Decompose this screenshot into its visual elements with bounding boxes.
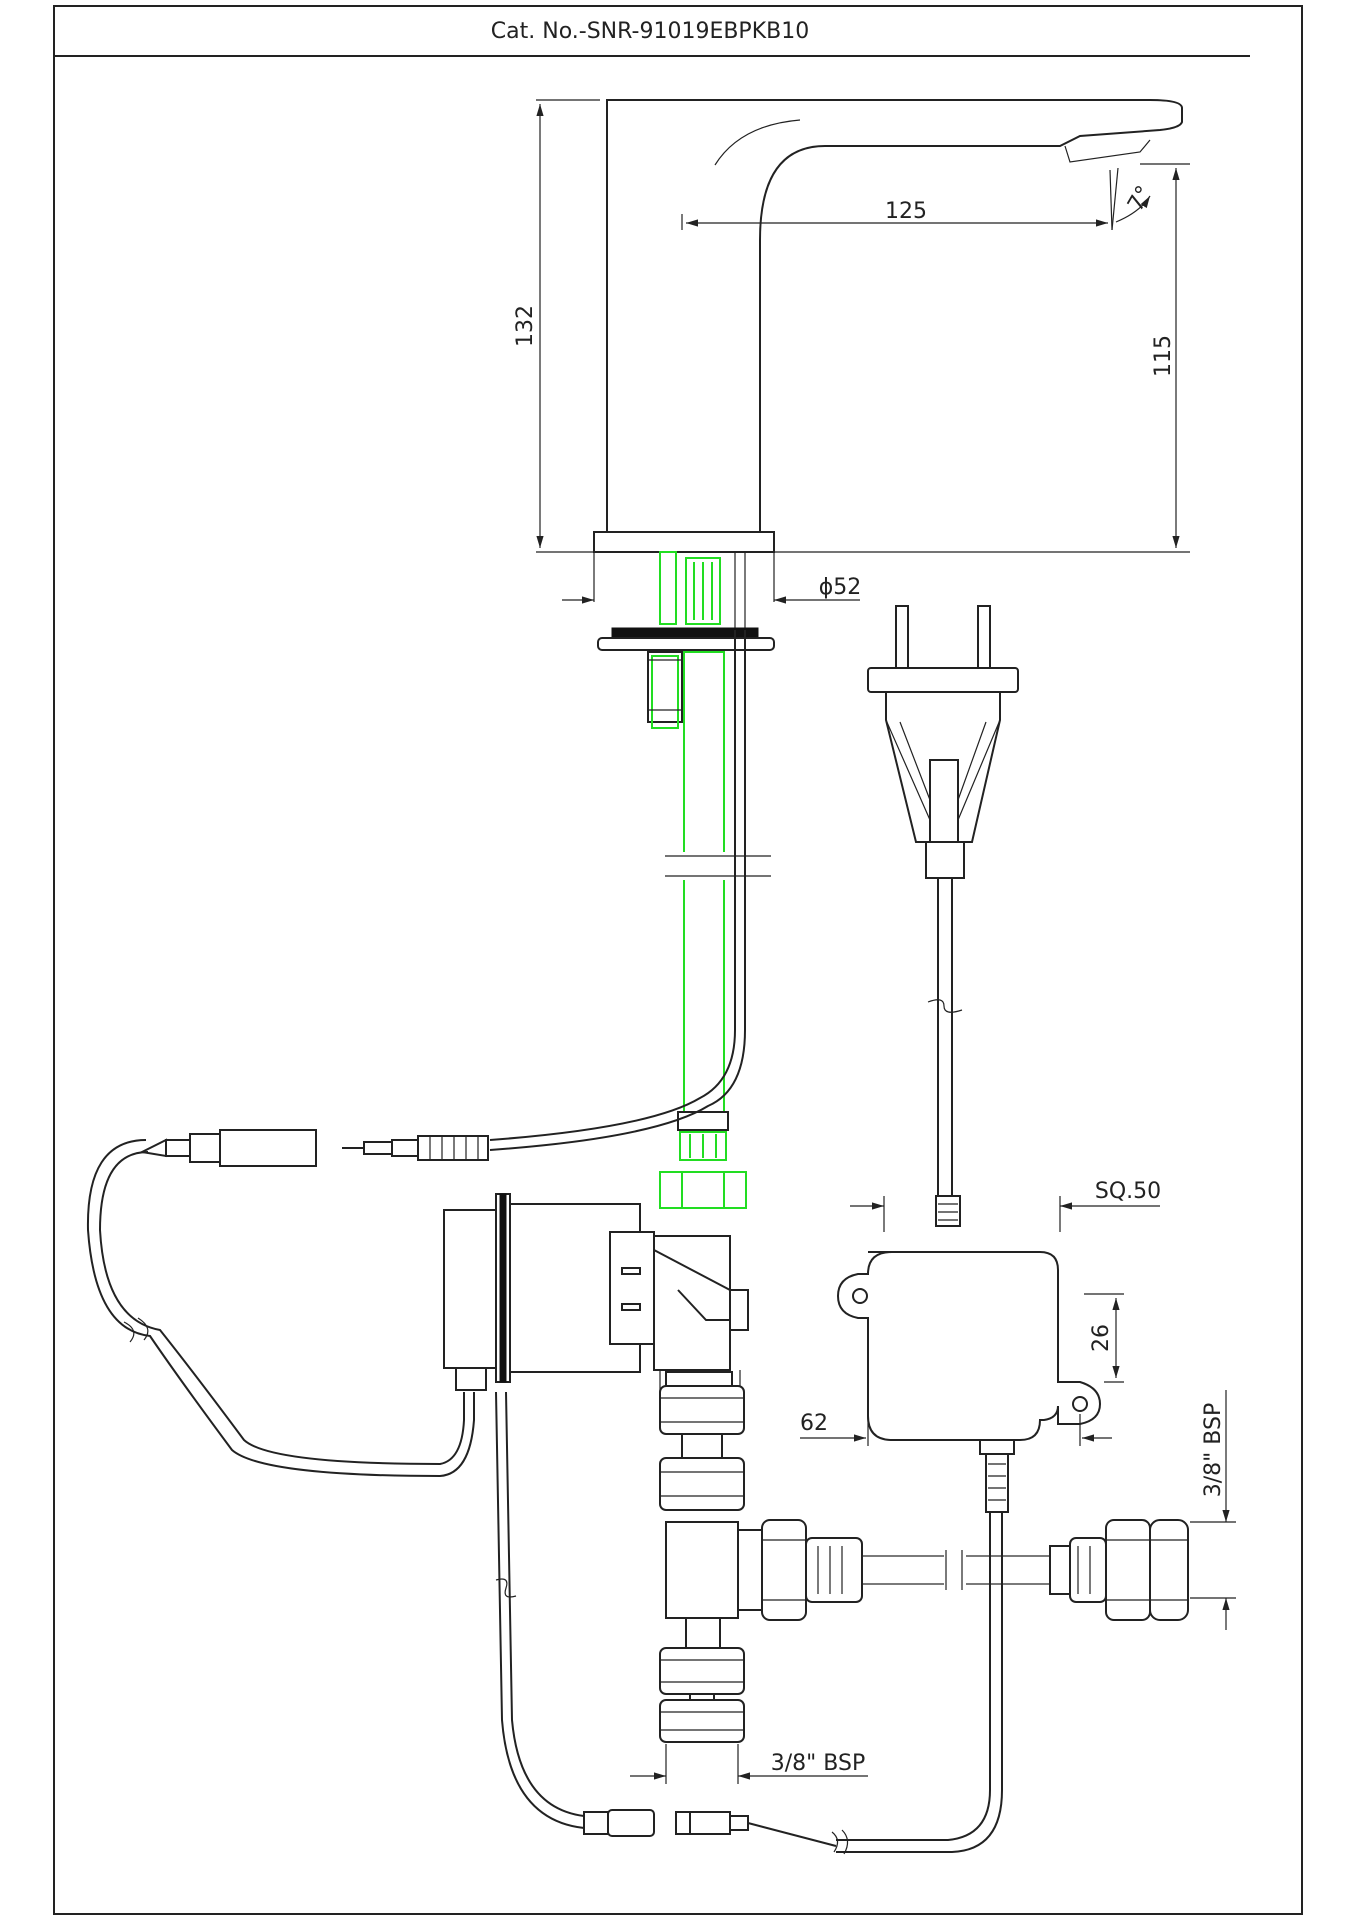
mounting-assembly	[593, 551, 775, 729]
braided-hose	[659, 651, 773, 1209]
power-cable	[927, 878, 963, 1196]
dimension-label-115: 115	[1151, 335, 1176, 377]
dimension-label-52: ϕ52	[819, 575, 862, 600]
dimension-base-diameter: ϕ52	[562, 575, 862, 604]
dimension-label-bsp-right: 3/8" BSP	[1201, 1403, 1226, 1497]
dimension-spout-reach: 125	[681, 199, 1108, 230]
dimension-label-125: 125	[885, 199, 927, 224]
dimension-outlet-angle: 7°	[1109, 167, 1157, 231]
lower-fittings	[659, 1647, 745, 1743]
tee-connector	[665, 1519, 807, 1649]
solenoid-cable	[86, 1139, 475, 1478]
dimension-outlet-height: 115	[774, 163, 1190, 553]
power-plug	[867, 605, 1019, 879]
dimension-control-box-height: 26	[1084, 1293, 1124, 1383]
solenoid-valve	[443, 1193, 749, 1392]
dimension-inlet-thread-right: 3/8" BSP	[1190, 1390, 1236, 1630]
dimension-label-sq50: SQ.50	[1095, 1179, 1161, 1204]
dimension-height-overall: 132	[513, 99, 600, 553]
control-box	[836, 1195, 1102, 1513]
faucet-body	[593, 99, 1183, 553]
jack-plug-connector	[138, 1129, 489, 1167]
drawing-frame: Cat. No.-SNR-91019EBPKB10	[53, 5, 1303, 1915]
dimension-label-angle: 7°	[1123, 182, 1157, 216]
dimension-label-132: 132	[513, 305, 538, 347]
dimension-label-62: 62	[800, 1411, 828, 1436]
dimension-label-26: 26	[1089, 1324, 1114, 1352]
valve-outlet-fittings	[659, 1371, 745, 1511]
inlet-hose	[805, 1519, 1189, 1621]
drawing-title: Cat. No.-SNR-91019EBPKB10	[491, 19, 809, 44]
sensor-cable	[489, 630, 746, 1151]
dimension-inlet-thread-bottom: 3/8" BSP	[630, 1744, 868, 1784]
dimension-label-bsp-bottom: 3/8" BSP	[771, 1751, 865, 1776]
dimension-control-box-square: SQ.50	[850, 1179, 1161, 1232]
control-box-cable	[495, 1391, 1003, 1855]
dimension-control-box-mount: 62	[800, 1324, 1112, 1446]
